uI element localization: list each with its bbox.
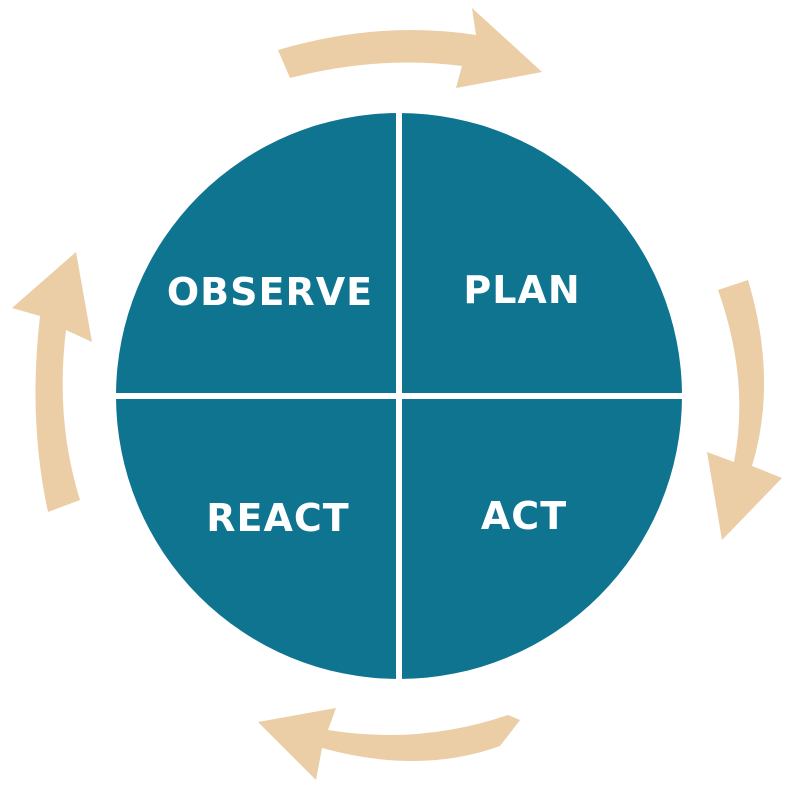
- cycle-arrows: [12, 8, 782, 780]
- quadrant-dividers: [112, 108, 688, 684]
- quadrant-label-act: ACT: [481, 494, 567, 538]
- quadrant-label-plan: PLAN: [463, 268, 580, 312]
- quadrant-label-observe: OBSERVE: [167, 270, 373, 314]
- arrow-bottom-left-icon: [258, 708, 520, 780]
- arrow-top-right-icon: [278, 8, 542, 88]
- horizontal-divider: [112, 393, 688, 399]
- arrow-left-up-icon: [12, 252, 92, 512]
- quadrant-label-react: REACT: [206, 496, 349, 540]
- arrow-right-down-icon: [707, 280, 782, 540]
